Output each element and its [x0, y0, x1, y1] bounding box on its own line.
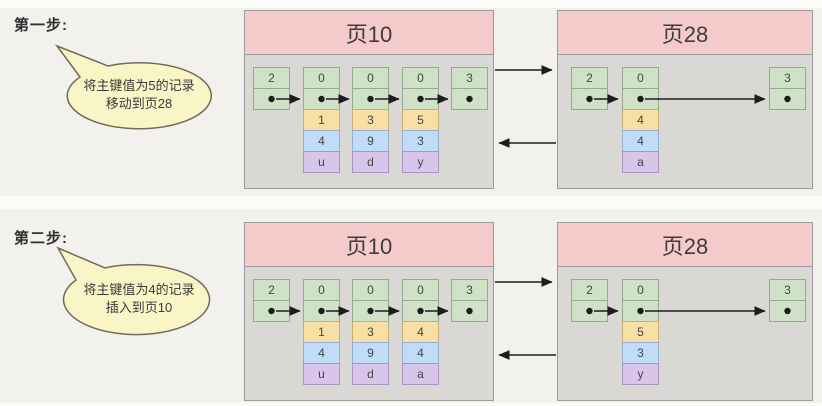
- step1-bubble-line2: 移动到页28: [105, 96, 173, 111]
- record-key-cell: 3: [352, 321, 389, 343]
- record-type-cell: 0: [352, 279, 389, 301]
- record-pointer-cell: [352, 88, 389, 110]
- record-key-cell: 3: [352, 109, 389, 131]
- step2-bubble-line1: 将主键值为4的记录: [83, 282, 195, 297]
- step1-bubble-line1: 将主键值为5的记录: [83, 78, 195, 93]
- record-type-cell: 3: [451, 279, 488, 301]
- record-key-cell: 4: [622, 109, 659, 131]
- step1-bubble-text: 将主键值为5的记录 移动到页28: [64, 77, 214, 113]
- record-pointer-cell: [303, 300, 340, 322]
- record-col2-cell: 9: [352, 130, 389, 152]
- record-col3-cell: a: [402, 363, 439, 385]
- record-type-cell: 2: [253, 67, 290, 89]
- step1-page10-box: 页10 2 0 1 4 u 0 3 9 d 0: [244, 10, 494, 189]
- record-pointer-cell: [571, 88, 608, 110]
- page-header: 页10: [245, 223, 493, 267]
- record-pointer-cell: [402, 88, 439, 110]
- record-pointer-cell: [769, 88, 806, 110]
- record-key-cell: 5: [622, 321, 659, 343]
- record-column: 0 4 4 a: [622, 67, 659, 173]
- record-column: 0 5 3 y: [402, 67, 439, 173]
- step2-label: 第二步:: [14, 230, 68, 247]
- record-key-cell: 5: [402, 109, 439, 131]
- page-header: 页28: [558, 11, 812, 55]
- record-column: 0 1 4 u: [303, 279, 340, 385]
- record-col2-cell: 4: [303, 130, 340, 152]
- record-col2-cell: 9: [352, 342, 389, 364]
- page-title: 页10: [345, 21, 393, 47]
- record-type-cell: 0: [622, 279, 659, 301]
- record-pointer-cell: [253, 300, 290, 322]
- page-body: 2 0 4 4 a 3: [558, 55, 812, 188]
- record-pointer-cell: [622, 88, 659, 110]
- record-type-cell: 2: [253, 279, 290, 301]
- record-col3-cell: d: [352, 363, 389, 385]
- infimum-column: 2: [571, 279, 608, 322]
- record-type-cell: 0: [352, 67, 389, 89]
- step1-label: 第一步:: [14, 17, 68, 34]
- record-type-cell: 2: [571, 67, 608, 89]
- background-band-top: [0, 0, 822, 8]
- record-pointer-cell: [253, 88, 290, 110]
- supremum-column: 3: [451, 279, 488, 322]
- record-col2-cell: 4: [622, 130, 659, 152]
- step2-bubble-line2: 插入到页10: [105, 300, 173, 315]
- infimum-column: 2: [571, 67, 608, 110]
- record-type-cell: 0: [402, 279, 439, 301]
- page-title: 页10: [345, 233, 393, 259]
- page-title: 页28: [661, 21, 709, 47]
- page-body: 2 0 1 4 u 0 3 9 d 0 4 4 a: [245, 267, 493, 400]
- record-pointer-cell: [769, 300, 806, 322]
- record-key-cell: 4: [402, 321, 439, 343]
- record-col3-cell: a: [622, 151, 659, 173]
- record-col2-cell: 4: [402, 342, 439, 364]
- record-pointer-cell: [402, 300, 439, 322]
- record-column: 0 4 4 a: [402, 279, 439, 385]
- record-key-cell: 1: [303, 109, 340, 131]
- supremum-column: 3: [451, 67, 488, 110]
- record-type-cell: 0: [622, 67, 659, 89]
- record-pointer-cell: [352, 300, 389, 322]
- record-col3-cell: y: [402, 151, 439, 173]
- page-body: 2 0 1 4 u 0 3 9 d 0 5 3 y: [245, 55, 493, 188]
- record-type-cell: 0: [402, 67, 439, 89]
- supremum-column: 3: [769, 67, 806, 110]
- record-pointer-cell: [303, 88, 340, 110]
- record-column: 0 1 4 u: [303, 67, 340, 173]
- supremum-column: 3: [769, 279, 806, 322]
- step2-page28-box: 页28 2 0 5 3 y 3: [557, 222, 813, 401]
- step2-page10-box: 页10 2 0 1 4 u 0 3 9 d 0: [244, 222, 494, 401]
- record-col3-cell: y: [622, 363, 659, 385]
- record-column: 0 3 9 d: [352, 67, 389, 173]
- record-pointer-cell: [451, 88, 488, 110]
- step1-page28-box: 页28 2 0 4 4 a 3: [557, 10, 813, 189]
- record-column: 0 5 3 y: [622, 279, 659, 385]
- record-key-cell: 1: [303, 321, 340, 343]
- record-pointer-cell: [571, 300, 608, 322]
- record-pointer-cell: [622, 300, 659, 322]
- record-type-cell: 0: [303, 279, 340, 301]
- record-col2-cell: 4: [303, 342, 340, 364]
- record-column: 0 3 9 d: [352, 279, 389, 385]
- record-type-cell: 0: [303, 67, 340, 89]
- background-band-middle: [0, 196, 822, 209]
- page-header: 页10: [245, 11, 493, 55]
- infimum-column: 2: [253, 279, 290, 322]
- record-type-cell: 3: [769, 279, 806, 301]
- page-body: 2 0 5 3 y 3: [558, 267, 812, 400]
- record-pointer-cell: [451, 300, 488, 322]
- record-col2-cell: 3: [402, 130, 439, 152]
- step2-bubble-text: 将主键值为4的记录 插入到页10: [64, 281, 214, 317]
- page-title: 页28: [661, 233, 709, 259]
- record-col3-cell: u: [303, 363, 340, 385]
- infimum-column: 2: [253, 67, 290, 110]
- record-type-cell: 3: [451, 67, 488, 89]
- page-header: 页28: [558, 223, 812, 267]
- record-col3-cell: u: [303, 151, 340, 173]
- record-type-cell: 3: [769, 67, 806, 89]
- record-col2-cell: 3: [622, 342, 659, 364]
- background-band-bottom: [0, 403, 822, 406]
- record-col3-cell: d: [352, 151, 389, 173]
- record-type-cell: 2: [571, 279, 608, 301]
